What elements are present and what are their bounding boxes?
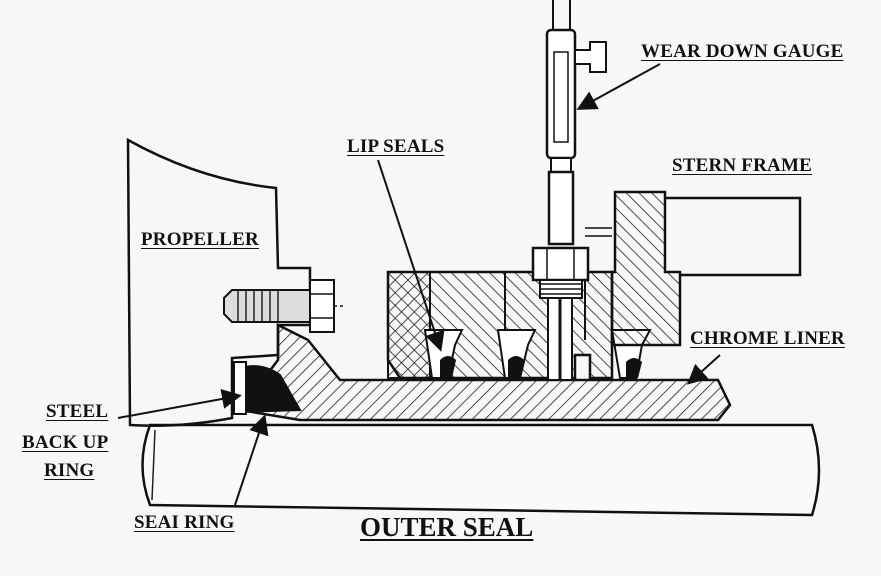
label-back-up: BACK UP	[22, 432, 109, 453]
label-chrome-liner: CHROME LINER	[690, 328, 845, 349]
leader-steel-back-up-ring	[117, 389, 242, 419]
leader-wear-down-gauge	[576, 63, 661, 110]
label-wear-down-gauge: WEAR DOWN GAUGE	[641, 41, 844, 62]
leader-seal-ring	[234, 414, 269, 506]
leader-chrome-liner	[687, 354, 721, 385]
label-seal-ring: SEAI RING	[134, 512, 235, 533]
lip-seal-2	[496, 329, 537, 379]
leader-lip-seals	[377, 159, 445, 352]
stern-frame	[585, 190, 802, 347]
label-propeller: PROPELLER	[141, 229, 259, 250]
label-lip-seals: LIP SEALS	[347, 136, 445, 157]
label-steel: STEEL	[46, 401, 109, 422]
label-outer-seal: OUTER SEAL	[360, 512, 534, 542]
shaft	[141, 423, 821, 517]
label-stern-frame: STERN FRAME	[672, 155, 812, 176]
propeller-bolt	[223, 279, 344, 333]
wear-down-gauge	[531, 0, 607, 381]
label-ring: RING	[44, 460, 95, 481]
